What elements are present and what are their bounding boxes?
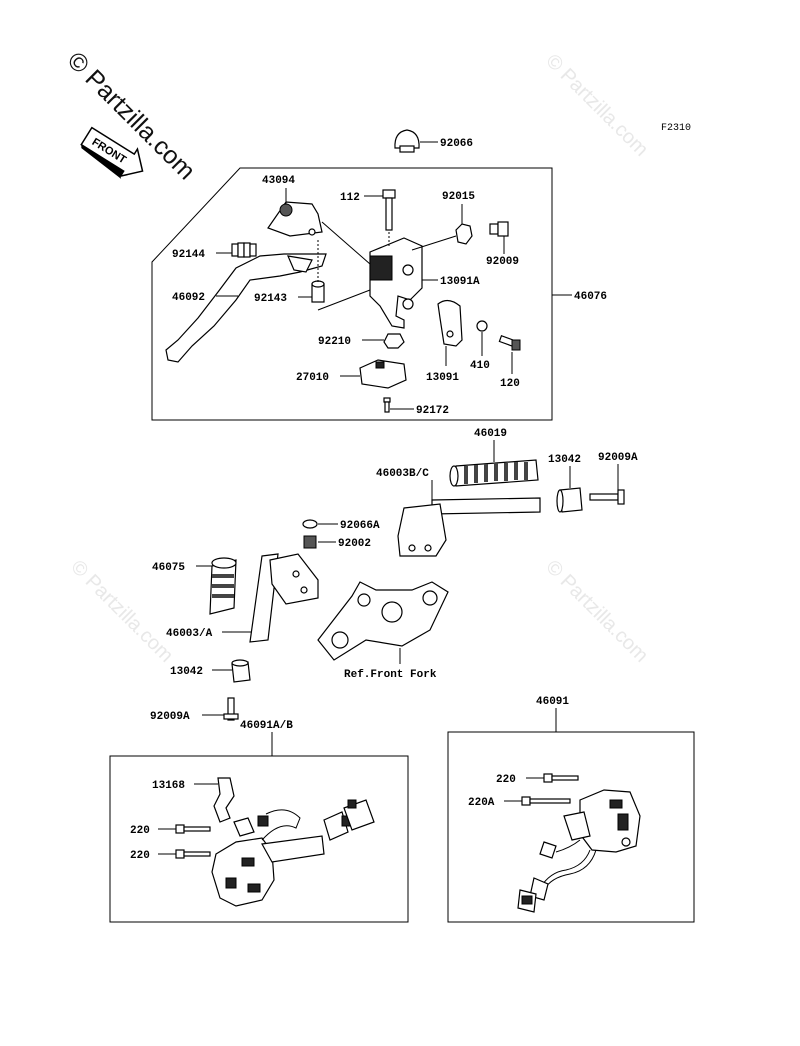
part-46019-grip (449, 459, 539, 487)
label-46091AB: 46091A/B (240, 720, 293, 732)
label-46076: 46076 (574, 291, 607, 303)
label-92002: 92002 (338, 538, 371, 550)
part-92002-bolt (303, 535, 317, 549)
part-92143-collar (311, 280, 325, 303)
part-220-screw (175, 824, 211, 834)
part-13091A-bracket (369, 237, 423, 329)
label-220A: 220A (468, 797, 495, 809)
part-92066A-cap (302, 519, 318, 529)
label-13168: 13168 (152, 780, 185, 792)
part-92172-screw (383, 397, 391, 413)
part-13042-weight-lower (231, 659, 251, 683)
part-92009-screw (489, 221, 509, 237)
part-220-screw-right (543, 773, 579, 783)
label-92172: 92172 (416, 405, 449, 417)
part-92066-cap (394, 129, 420, 153)
label-92143: 92143 (254, 293, 287, 305)
part-front-fork-bracket (317, 581, 449, 661)
label-13042-bottom: 13042 (170, 666, 203, 678)
label-92009A-top: 92009A (598, 452, 638, 464)
part-27010-switch (359, 359, 407, 389)
label-220-left-b: 220 (130, 850, 150, 862)
label-120: 120 (500, 378, 520, 390)
part-92009A-bolt-lower (223, 697, 239, 721)
lever-assembly-frame (151, 167, 553, 421)
part-13168-bracket (213, 777, 235, 823)
part-left-switch-housing (211, 799, 375, 907)
part-43094-lever-holder (267, 201, 323, 237)
label-ref-front-fork: Ref.Front Fork (344, 669, 437, 681)
right-switch-frame (447, 731, 695, 923)
label-46003BC: 46003B/C (376, 468, 429, 480)
part-92210-nut (383, 333, 405, 349)
watermark-faint: © Partzilla.com (541, 50, 652, 161)
label-46075: 46075 (152, 562, 185, 574)
part-46003BC-handlebar (397, 497, 541, 557)
label-46003A: 46003/A (166, 628, 213, 640)
part-112-bolt (382, 189, 396, 231)
part-right-switch-housing (517, 789, 641, 913)
label-46092: 46092 (172, 292, 205, 304)
part-13042-weight (556, 487, 583, 513)
label-92009A-bottom: 92009A (150, 711, 190, 723)
label-92015: 92015 (442, 191, 475, 203)
front-arrow-icon: FRONT (80, 126, 144, 179)
part-92009A-bolt (589, 489, 625, 505)
part-120-bolt (498, 335, 521, 351)
label-46091: 46091 (536, 696, 569, 708)
label-43094: 43094 (262, 175, 295, 187)
label-92144: 92144 (172, 249, 205, 261)
part-46075-grip (209, 557, 237, 615)
part-92144-spring (231, 242, 257, 258)
part-46092-lever (165, 253, 327, 363)
part-13091-clamp (437, 299, 463, 347)
part-410-washer (476, 320, 488, 332)
watermark-faint: © Partzilla.com (541, 556, 652, 667)
label-27010: 27010 (296, 372, 329, 384)
part-220A-screw (521, 796, 571, 806)
label-92009: 92009 (486, 256, 519, 268)
label-92210: 92210 (318, 336, 351, 348)
figure-code: F2310 (661, 123, 691, 134)
left-switch-frame (109, 755, 409, 923)
label-46019: 46019 (474, 428, 507, 440)
label-13042-top: 13042 (548, 454, 581, 466)
part-46003A-handlebar (249, 553, 319, 643)
part-92015-nut (455, 223, 473, 245)
label-92066: 92066 (440, 138, 473, 150)
label-92066A: 92066A (340, 520, 380, 532)
part-220-screw-2 (175, 849, 211, 859)
label-13091A: 13091A (440, 276, 480, 288)
label-220-left-a: 220 (130, 825, 150, 837)
label-112: 112 (340, 192, 360, 204)
label-410: 410 (470, 360, 490, 372)
label-220-right: 220 (496, 774, 516, 786)
label-13091: 13091 (426, 372, 459, 384)
